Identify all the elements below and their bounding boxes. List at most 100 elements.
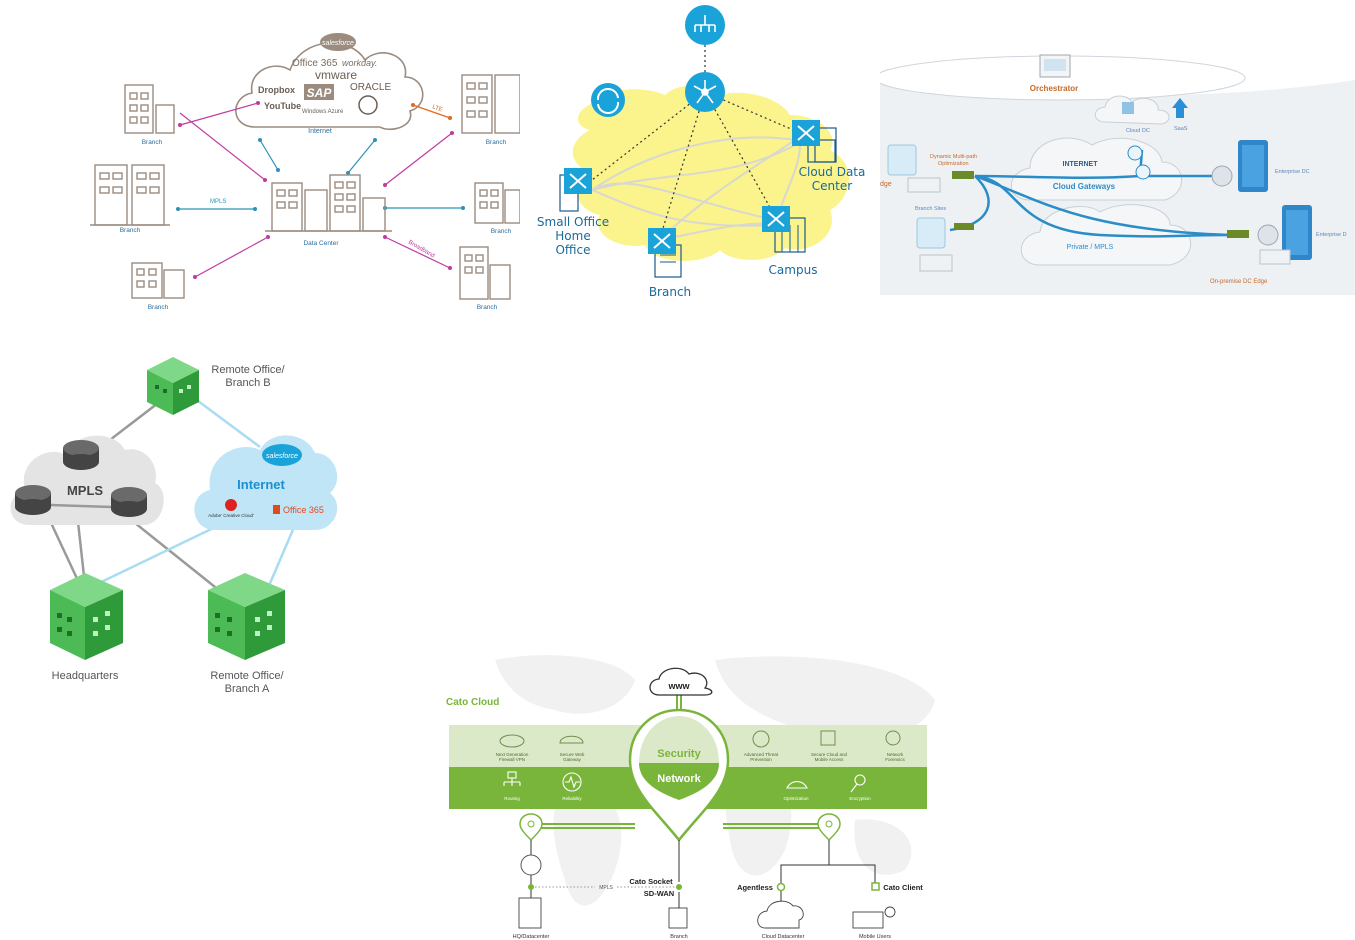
router-icon-hq: [520, 854, 542, 876]
branch-building-top-left: [124, 84, 175, 134]
onprem-edge-label: On-premise DC Edge: [1210, 279, 1268, 285]
hq-socket-dot: [528, 884, 534, 890]
branch-label: Branch: [670, 934, 687, 940]
office365-icon: [273, 505, 280, 514]
bottom-item-4: Encryption: [849, 796, 871, 801]
app-salesforce: salesforce: [322, 40, 354, 47]
remote-b-label-2: Branch B: [225, 377, 270, 389]
app-azure: Windows Azure: [302, 109, 344, 115]
branch-building-bottom-right: [459, 246, 511, 300]
cloud-dc-label-1: Cloud Data: [799, 165, 866, 179]
hybrid-wan-diagram: MPLS salesforce Internet Adobe' Creative…: [10, 357, 338, 695]
cato-client-label: Cato Client: [883, 883, 923, 892]
branch-label-4: Branch: [486, 139, 507, 146]
branch-sites-label: Branch Sites: [915, 206, 946, 212]
www-cloud: [649, 667, 713, 696]
top-item-3-a: Advanced Threat: [744, 752, 779, 757]
cato-socket-label: Cato Socket: [629, 877, 673, 886]
app-youtube: YouTube: [264, 101, 301, 111]
network-label: Network: [657, 773, 701, 785]
remote-a-label-1: Remote Office/: [210, 670, 284, 682]
optimization-icon: [786, 781, 808, 789]
edge-device-branch-2: [954, 223, 974, 230]
building-remote-b: [147, 357, 199, 415]
bottom-item-1: Routing: [504, 796, 520, 801]
www-label: www: [667, 681, 690, 691]
orchestrator-label: Orchestrator: [1030, 84, 1078, 93]
hub-spoke-diagram: salesforce Office 365 workday. vmware OR…: [90, 33, 520, 311]
app-dropbox: Dropbox: [258, 85, 295, 95]
adobe-label: Adobe' Creative Cloud': [208, 513, 254, 518]
threat-prevention-icon: [752, 730, 770, 748]
office365-label: Office 365: [283, 505, 324, 515]
cloud-dc-label-2: Center: [812, 179, 852, 193]
branch-label: Branch: [649, 285, 691, 299]
branch-label-3: Branch: [148, 304, 169, 311]
edge-device-dc: [1227, 230, 1249, 238]
internet-cloud: [235, 42, 424, 131]
edge-device-branch: [952, 171, 974, 179]
dmpo-label-1: Dynamic Multi-path: [930, 154, 977, 160]
app-office365: Office 365: [292, 58, 338, 69]
router-icon-branch: [648, 228, 682, 278]
dmpo-label-2: Optimization: [938, 161, 969, 167]
branch-building-mid-right: [474, 182, 520, 224]
encryption-icon: [854, 774, 866, 786]
branch-label-2: Branch: [120, 227, 141, 234]
app-oracle: ORACLE: [350, 82, 391, 93]
internet-label: INTERNET: [1063, 161, 1099, 168]
agentless-label: Agentless: [737, 883, 773, 892]
cato-cloud-diagram: Cato Cloud Next Generation Firewall VPN …: [446, 655, 935, 940]
cloud-datacenter-icon: [757, 900, 804, 929]
cloud-gateways-label: Cloud Gateways: [1053, 182, 1116, 191]
data-center-label: Data Center: [303, 240, 339, 247]
branch-socket-dot: [676, 884, 682, 890]
security-label: Security: [657, 748, 701, 760]
globe-icon: [559, 735, 584, 744]
cloud-dc-icon: [1122, 102, 1134, 114]
sdwan-mesh-diagram: Small Office Home Office Branch Campus C…: [537, 5, 866, 299]
mpls-label: MPLS: [210, 199, 226, 205]
data-center-building: [265, 174, 392, 232]
top-item-5-b: Forensics: [885, 757, 905, 762]
cloud-dc-label: Cloud DC: [1126, 128, 1150, 134]
headquarters-label: Headquarters: [52, 670, 119, 682]
branch-building-icon: [668, 907, 688, 929]
cloud-label: Internet: [308, 128, 332, 135]
building-headquarters: [50, 573, 123, 660]
saas-label: SaaS: [1174, 126, 1188, 132]
top-item-5-a: Network: [887, 752, 904, 757]
cloud-dc-label: Cloud Datacenter: [762, 934, 805, 940]
forensics-icon: [885, 730, 901, 746]
phone-icon: [358, 95, 378, 115]
small-office-label-3: Office: [555, 243, 590, 257]
mobile-users-label: Mobile Users: [859, 934, 891, 940]
branch-label-6: Branch: [477, 304, 498, 311]
saas-arrow-icon: [1172, 98, 1188, 118]
top-item-2-a: Secure Web: [560, 752, 585, 757]
salesforce-logo: salesforce: [266, 453, 298, 460]
enterprise-dc-icons: [1211, 140, 1312, 265]
router-icon-cloud-dc: [792, 120, 837, 163]
branch-building-top-right: [461, 74, 520, 134]
branch-server-icons: [887, 144, 953, 272]
bottom-item-2: Reliability: [562, 796, 582, 801]
lte-label: LTE: [431, 104, 443, 113]
edge-fragment-label: dge: [880, 181, 892, 188]
enterprise-dc-label: Enterprise DC: [1275, 169, 1310, 175]
branch-building-bottom-left: [131, 262, 185, 299]
branch-label-5: Branch: [491, 228, 512, 235]
reliability-icon: [562, 772, 582, 792]
sdwan-label: SD-WAN: [644, 889, 674, 898]
top-item-4-a: Secure Cloud and: [811, 752, 848, 757]
sdwan-architecture-diagram: Orchestrator Cloud DC SaaS INTERNET Clou…: [880, 50, 1355, 295]
top-item-3-b: Prevention: [750, 757, 772, 762]
app-vmware: vmware: [315, 68, 357, 82]
remote-b-label-1: Remote Office/: [211, 364, 285, 376]
bottom-item-3: Optimization: [783, 796, 809, 801]
building-remote-a: [208, 573, 285, 660]
internet-label: Internet: [237, 477, 285, 492]
router-icon-small-office: [559, 168, 592, 212]
branch-label-1: Branch: [142, 139, 163, 146]
hq-label: HQ/Datacenter: [513, 934, 550, 940]
